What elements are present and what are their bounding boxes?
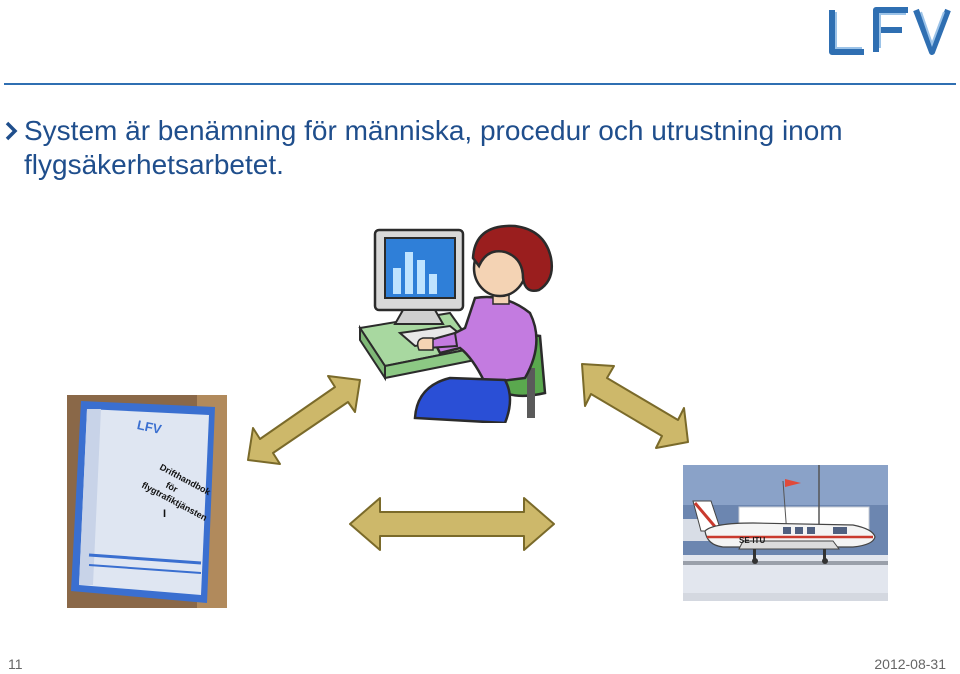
arrow-manual-aircraft [349,497,555,551]
page-number: 11 [8,656,23,672]
arrow-person-manual [247,375,361,465]
manual-photo: LFV Drifthandbok för flygtrafiktjänsten … [67,395,227,608]
manual-logo-text: LFV [136,417,163,437]
bullet-text: System är benämning för människa, proced… [24,115,843,180]
aircraft-registration: SE-ITU [739,536,765,545]
header-divider [4,83,956,85]
lfv-logo [829,7,951,55]
person-at-computer-illustration [358,224,553,423]
footer-date: 2012-08-31 [874,656,946,672]
arrow-person-aircraft [581,363,689,449]
aircraft-photo: SE-ITU [683,465,888,601]
manual-mark: I [163,508,166,520]
chevron-right-icon [5,121,18,141]
